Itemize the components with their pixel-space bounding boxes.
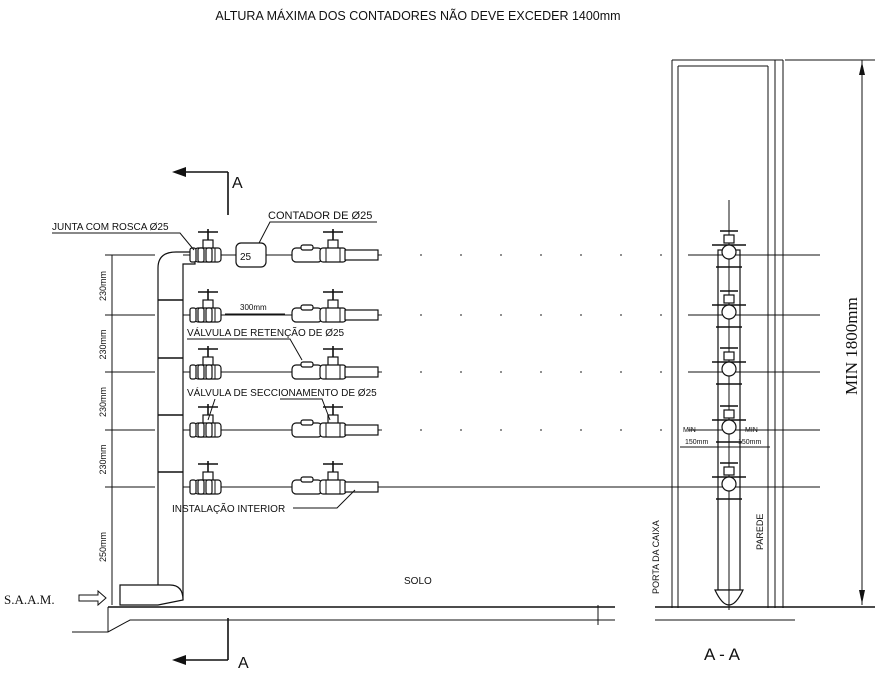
meter-row xyxy=(183,345,820,380)
dimension-label: 250mm xyxy=(98,532,108,562)
label-spacing: 300mm xyxy=(240,303,267,312)
outlet-pipe xyxy=(344,249,379,261)
dimension-label: 230mm xyxy=(98,444,108,474)
label-solo: SOLO xyxy=(404,576,432,587)
check-valve-icon xyxy=(291,361,323,380)
ground xyxy=(72,605,615,633)
label-saam: S.A.A.M. xyxy=(4,592,55,607)
gate-valve-icon xyxy=(319,460,347,495)
gate-valve-icon xyxy=(319,228,347,263)
meter-icon xyxy=(291,476,323,495)
dimension-label: 230mm xyxy=(98,271,108,301)
union-fitting-icon xyxy=(189,307,213,323)
section-marker-bottom: A xyxy=(172,618,249,672)
svg-text:150mm: 150mm xyxy=(685,439,709,446)
meter-row xyxy=(183,288,820,323)
label-instalacao: INSTALAÇÃO INTERIOR xyxy=(172,502,285,515)
dimension-label: 230mm xyxy=(98,329,108,359)
gate-valve-icon xyxy=(319,345,347,380)
outlet-pipe xyxy=(344,424,379,436)
meter-icon xyxy=(291,304,323,323)
riser-pipe xyxy=(119,251,196,606)
callouts: JUNTA COM ROSCA Ø25 CONTADOR DE Ø25 25 3… xyxy=(4,210,432,607)
gate-valve-icon xyxy=(319,288,347,323)
union-fitting-icon xyxy=(189,479,213,495)
svg-text:A: A xyxy=(232,175,243,192)
meter-icon xyxy=(291,244,323,263)
label-junta: JUNTA COM ROSCA Ø25 xyxy=(52,222,169,233)
section-aa: MIN MIN 150mm 150mm PORTA DA CAIXA PARED… xyxy=(651,59,875,664)
label-porta: PORTA DA CAIXA xyxy=(651,520,661,594)
union-fitting-icon xyxy=(189,422,213,438)
outlet-pipe xyxy=(344,366,379,378)
svg-text:150mm: 150mm xyxy=(738,439,762,446)
svg-text:A: A xyxy=(238,655,249,672)
section-marker-top: A xyxy=(172,167,243,215)
outlet-pipe xyxy=(344,481,379,493)
label-min-height: MIN 1800mm xyxy=(842,297,861,395)
meter-row xyxy=(183,228,820,263)
svg-text:MIN: MIN xyxy=(683,427,696,434)
label-seccionamento: VÁLVULA DE SECCIONAMENTO DE Ø25 xyxy=(187,386,377,399)
label-contador: CONTADOR DE Ø25 xyxy=(268,210,372,222)
label-retencao: VÁLVULA DE RETENÇÃO DE Ø25 xyxy=(187,326,345,339)
label-parede: PAREDE xyxy=(755,514,765,550)
union-fitting-icon xyxy=(189,364,213,380)
meter-icon xyxy=(291,419,323,438)
union-fitting-icon xyxy=(189,247,213,263)
outlet-pipe xyxy=(344,309,379,321)
dimension-label: 230mm xyxy=(98,387,108,417)
dimension-chain: 230mm 230mm 230mm 230mm 250mm xyxy=(98,254,155,605)
section-title: A - A xyxy=(704,645,741,664)
svg-text:MIN: MIN xyxy=(745,427,758,434)
meter-row xyxy=(183,403,820,438)
title: ALTURA MÁXIMA DOS CONTADORES NÃO DEVE EX… xyxy=(215,8,620,23)
gate-valve-icon xyxy=(319,403,347,438)
svg-text:25: 25 xyxy=(240,252,252,263)
